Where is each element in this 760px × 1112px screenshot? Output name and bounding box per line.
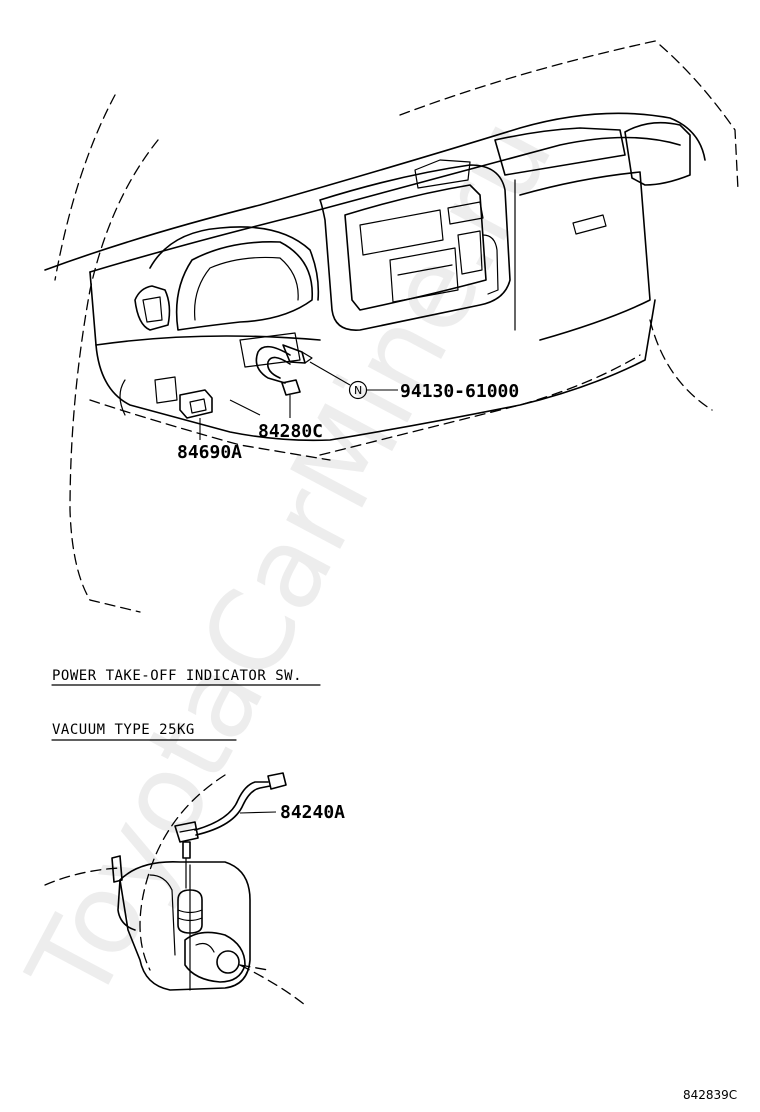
vacuum-switch-84240A	[174, 772, 287, 889]
caption-vacuum-type: VACUUM TYPE 25KG	[52, 722, 195, 738]
label-84240A: 84240A	[280, 802, 345, 823]
switch-harness-84280C	[229, 344, 313, 418]
label-84690A: 84690A	[177, 442, 242, 463]
indicator-switch-84690A	[179, 389, 213, 440]
figure-code: 842839C	[683, 1088, 737, 1102]
label-84280C: 84280C	[258, 421, 323, 442]
caption-power-take-off: POWER TAKE-OFF INDICATOR SW.	[52, 668, 302, 684]
dashboard-illustration	[44, 39, 739, 613]
n-marker-icon	[348, 380, 368, 400]
section-caption: POWER TAKE-OFF INDICATOR SW.	[51, 668, 321, 686]
bolt-94130-61000: N	[309, 361, 398, 400]
bolt-marker-letter: N	[354, 384, 362, 397]
vacuum-pump-illustration	[44, 772, 306, 1006]
subsection-caption: VACUUM TYPE 25KG	[51, 722, 237, 741]
label-94130-61000: 94130-61000	[400, 381, 519, 402]
